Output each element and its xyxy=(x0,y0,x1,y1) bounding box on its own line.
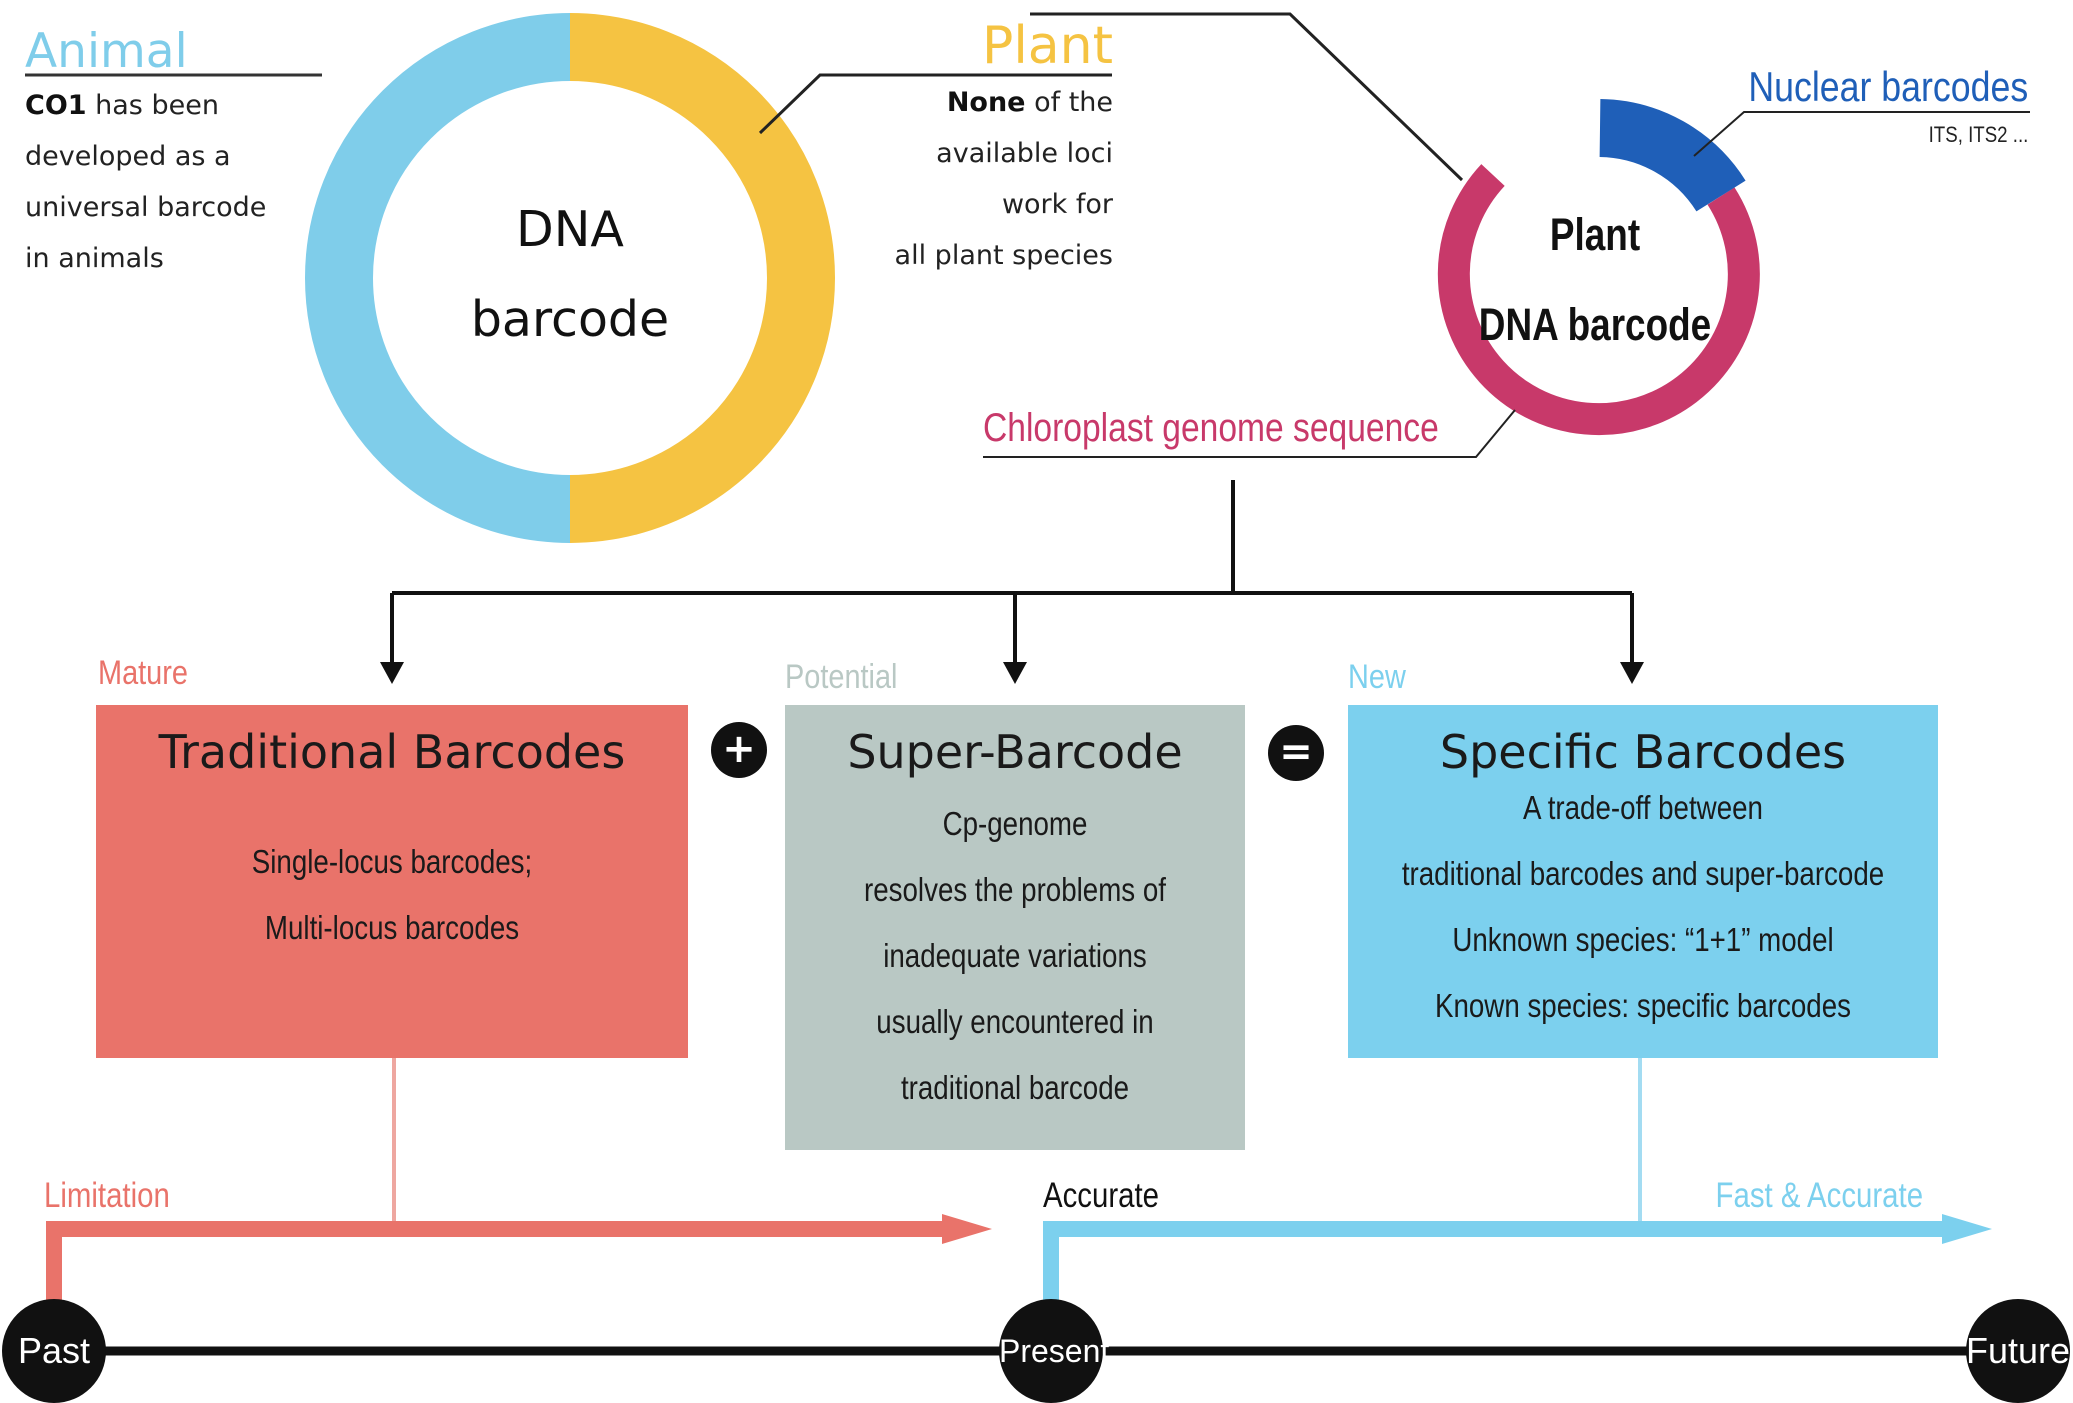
limitation-arrow xyxy=(46,1221,950,1312)
specific-line: A trade-off between xyxy=(1523,789,1763,826)
super-line: Cp-genome xyxy=(942,805,1088,842)
plant-ring-label1: Plant xyxy=(1549,209,1641,260)
traditional-barcodes-box: Traditional Barcodes Single-locus barcod… xyxy=(96,705,688,1058)
super-title: Super-Barcode xyxy=(847,725,1183,779)
plant-line3: work for xyxy=(1001,189,1113,220)
animal-heading: Animal xyxy=(25,24,188,79)
animal-line3: universal barcode xyxy=(25,192,267,223)
animal-line1: has been xyxy=(86,90,219,121)
fast-accurate-arrow xyxy=(1043,1221,1950,1312)
new-tag: New xyxy=(1348,658,1406,696)
limitation-arrowhead xyxy=(942,1214,992,1244)
nuclear-ring-segment xyxy=(1598,99,1746,213)
chloroplast-label: Chloroplast genome sequence xyxy=(983,406,1439,450)
super-barcode-box: Super-Barcode Cp-genome resolves the pro… xyxy=(785,705,1245,1150)
specific-barcodes-box: Specific Barcodes A trade-off between tr… xyxy=(1348,705,1938,1058)
specific-line: traditional barcodes and super-barcode xyxy=(1401,855,1885,892)
animal-description: CO1 has been developed as a universal ba… xyxy=(25,80,266,284)
nuclear-callout-line xyxy=(1693,111,2030,157)
dna-barcode-center: DNA barcode xyxy=(420,185,720,365)
dna-label: DNA xyxy=(516,201,624,258)
chloroplast-ring xyxy=(1437,164,1760,436)
chloroplast-callout-line xyxy=(983,409,1516,458)
super-line: traditional barcode xyxy=(900,1069,1130,1106)
super-lines: Cp-genome resolves the problems of inade… xyxy=(785,791,1245,1121)
future-node: Future xyxy=(1966,1299,2070,1403)
traditional-title: Traditional Barcodes xyxy=(158,725,626,779)
fast-accurate-arrowhead xyxy=(1942,1214,1992,1244)
mature-tag: Mature xyxy=(98,654,188,692)
nuclear-sub: ITS, ITS2 ... xyxy=(1928,122,2028,147)
plant-description: None of the available loci work for all … xyxy=(895,77,1113,281)
plant-callout-line xyxy=(758,73,1112,135)
potential-tag: Potential xyxy=(785,658,898,696)
present-node: Present xyxy=(999,1299,1109,1403)
plant-heading: Plant xyxy=(981,16,1113,76)
traditional-line: Multi-locus barcodes xyxy=(264,909,520,946)
traditional-lines: Single-locus barcodes; Multi-locus barco… xyxy=(96,829,688,961)
plant-line2: available loci xyxy=(936,138,1113,169)
arrowhead-right xyxy=(1620,662,1644,684)
accurate-label: Accurate xyxy=(1043,1176,1160,1215)
specific-title: Specific Barcodes xyxy=(1439,725,1847,779)
specific-line: Unknown species: “1+1” model xyxy=(1452,921,1834,958)
plant-arc xyxy=(569,13,835,543)
equals-icon: = xyxy=(1268,725,1324,781)
plant-ring-label2: DNA barcode xyxy=(1478,299,1712,350)
nuclear-heading: Nuclear barcodes xyxy=(1748,63,2028,110)
plant-line4: all plant species xyxy=(894,240,1113,271)
animal-arc xyxy=(305,13,571,543)
super-line: resolves the problems of xyxy=(863,871,1166,908)
barcode-label: barcode xyxy=(470,291,670,348)
plant-none: None xyxy=(946,87,1026,118)
animal-line2: developed as a xyxy=(25,141,231,172)
traditional-line: Single-locus barcodes; xyxy=(251,843,533,880)
super-line: inadequate variations xyxy=(883,937,1147,974)
plant-dna-barcode-center: Plant DNA barcode xyxy=(1472,190,1718,370)
arrowhead-left xyxy=(380,662,404,684)
plant-ring-callout-line xyxy=(1030,12,1464,182)
limitation-label: Limitation xyxy=(44,1176,170,1215)
specific-lines: A trade-off between traditional barcodes… xyxy=(1348,775,1938,1039)
plant-line1: of the xyxy=(1025,87,1113,118)
super-line: usually encountered in xyxy=(876,1003,1154,1040)
specific-line: Known species: specific barcodes xyxy=(1434,987,1852,1024)
past-node: Past xyxy=(2,1299,106,1403)
arrowhead-mid xyxy=(1003,662,1027,684)
plus-icon: + xyxy=(711,722,767,778)
fast-accurate-label: Fast & Accurate xyxy=(1715,1176,1923,1215)
animal-line4: in animals xyxy=(25,243,164,274)
animal-co1: CO1 xyxy=(25,90,87,121)
